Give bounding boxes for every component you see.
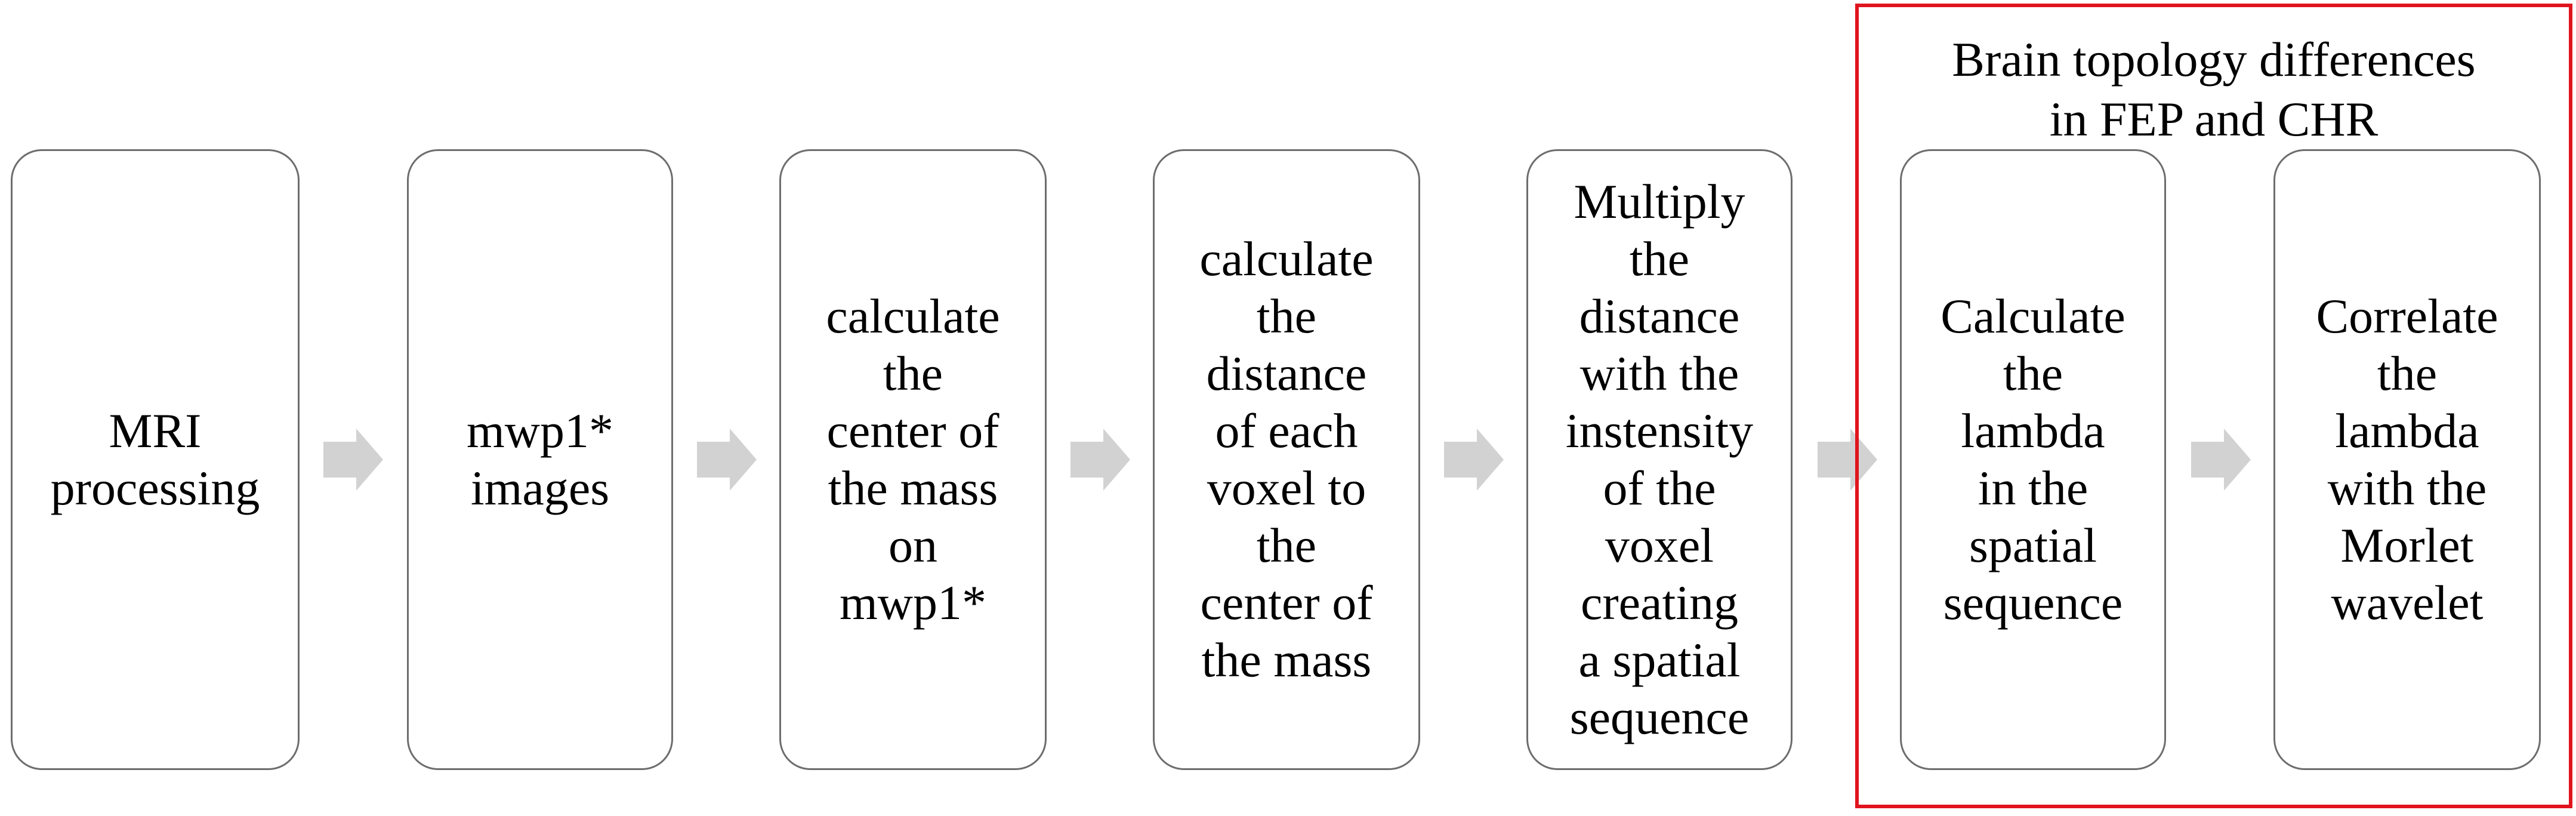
- right-arrow-icon: [2191, 429, 2251, 491]
- right-arrow-icon: [323, 429, 383, 491]
- step-label: calculate the distance of each voxel to …: [1199, 232, 1374, 687]
- right-arrow-icon: [1444, 429, 1504, 491]
- step-label: mwp1* images: [467, 404, 613, 515]
- step-box-center-of-mass: calculate the center of the mass on mwp1…: [779, 149, 1047, 770]
- step-box-calculate-lambda: Calculate the lambda in the spatial sequ…: [1900, 149, 2166, 770]
- step-label: Calculate the lambda in the spatial sequ…: [1941, 289, 2125, 630]
- step-box-correlate-wavelet: Correlate the lambda with the Morlet wav…: [2273, 149, 2541, 770]
- step-label: Multiply the distance with the instensit…: [1565, 174, 1754, 744]
- step-label: calculate the center of the mass on mwp1…: [826, 289, 1000, 630]
- step-box-mri-processing: MRI processing: [11, 149, 300, 770]
- right-arrow-icon: [697, 429, 757, 491]
- right-arrow-icon: [1070, 429, 1130, 491]
- right-arrow-icon: [1818, 429, 1877, 491]
- highlight-title: Brain topology differences in FEP and CH…: [1952, 32, 2476, 146]
- step-label: MRI processing: [50, 404, 260, 515]
- highlight-frame: [1855, 4, 2572, 808]
- step-box-spatial-sequence: Multiply the distance with the instensit…: [1526, 149, 1793, 770]
- step-box-mwp1-images: mwp1* images: [407, 149, 673, 770]
- step-label: Correlate the lambda with the Morlet wav…: [2316, 289, 2498, 630]
- step-box-voxel-distance: calculate the distance of each voxel to …: [1153, 149, 1420, 770]
